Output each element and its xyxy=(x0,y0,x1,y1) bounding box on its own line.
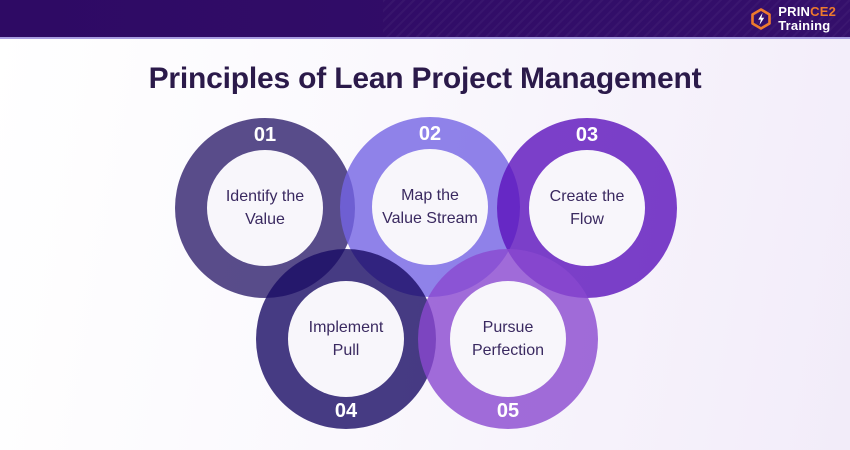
principle-circle-04: 04 Implement Pull xyxy=(256,249,436,429)
principle-inner-disc xyxy=(207,150,323,266)
principle-inner-disc xyxy=(450,281,566,397)
principle-step-label: Implement Pull xyxy=(308,318,384,359)
top-banner: PRINCE2 Training xyxy=(0,0,850,39)
brand-name: PRINCE2 Training xyxy=(778,4,836,32)
principle-circle-03: 03 Create the Flow xyxy=(497,118,677,298)
principle-step-number: 01 xyxy=(253,124,277,146)
principle-step-number: 04 xyxy=(334,400,358,422)
brand-line1: PRINCE2 xyxy=(778,3,836,19)
page-title: Principles of Lean Project Management xyxy=(148,62,702,95)
principle-circle-01: 01 Identify the Value xyxy=(175,118,355,298)
principle-inner-disc xyxy=(529,150,645,266)
principle-step-label: Identify the Value xyxy=(225,187,305,228)
principle-step-label: Pursue Perfection xyxy=(471,318,545,359)
brand-logo[interactable]: PRINCE2 Training xyxy=(750,4,836,32)
brand-line2: Training xyxy=(778,17,831,33)
principle-inner-disc xyxy=(372,149,488,265)
principle-step-number: 03 xyxy=(575,124,599,146)
principle-step-label: Create the Flow xyxy=(549,187,625,228)
principle-circle-05: 05 Pursue Perfection xyxy=(418,249,598,429)
principle-step-number: 05 xyxy=(496,400,520,422)
principle-step-number: 02 xyxy=(418,123,442,145)
prince2-shield-icon xyxy=(750,7,772,30)
principle-step-label: Map the Value Stream xyxy=(382,186,478,227)
principle-inner-disc xyxy=(288,281,404,397)
principle-circle-02: 02 Map the Value Stream xyxy=(340,117,520,297)
